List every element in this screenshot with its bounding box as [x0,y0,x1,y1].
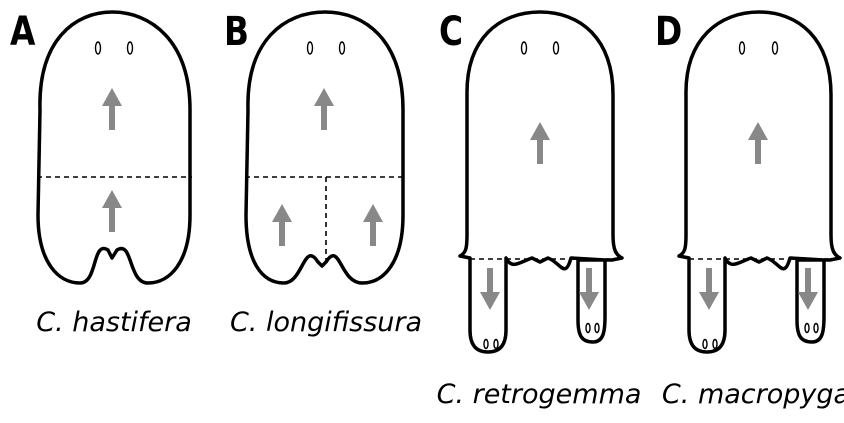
bud-eye-right [595,324,599,333]
bud-eye-left [586,324,590,333]
eye-right [773,42,778,54]
bud-eye-right [494,340,498,349]
eye-right [554,42,559,54]
panel-letter-d: D [655,12,682,52]
panel-c-body [460,12,622,352]
panel-a-body [37,12,192,283]
species-label-c: C. retrogemma [437,380,642,410]
panel-b-body [245,12,405,283]
bud-eye-left [703,340,707,349]
bud-eye-right [713,340,717,349]
bud-eye-left [805,324,809,333]
retrogemma-body-outline [460,12,622,352]
panel-d-body [679,12,840,352]
hastifera-body-outline [38,12,190,283]
species-label-a: C. hastifera [36,308,192,338]
panel-letter-a: A [10,12,35,52]
species-label-d: C. macropyga [662,380,844,410]
longifissura-body-outline [246,12,403,283]
bud-eye-left [484,340,488,349]
eye-left [740,42,745,54]
macropyga-body-outline [679,12,840,352]
eye-left [308,42,313,54]
eye-right [128,42,133,54]
eye-left [96,42,101,54]
panel-letter-c: C [439,12,463,52]
eye-left [522,42,527,54]
panel-letter-b: B [224,12,249,52]
eye-right [340,42,345,54]
species-label-b: C. longifissura [230,308,422,338]
bud-eye-right [814,324,818,333]
